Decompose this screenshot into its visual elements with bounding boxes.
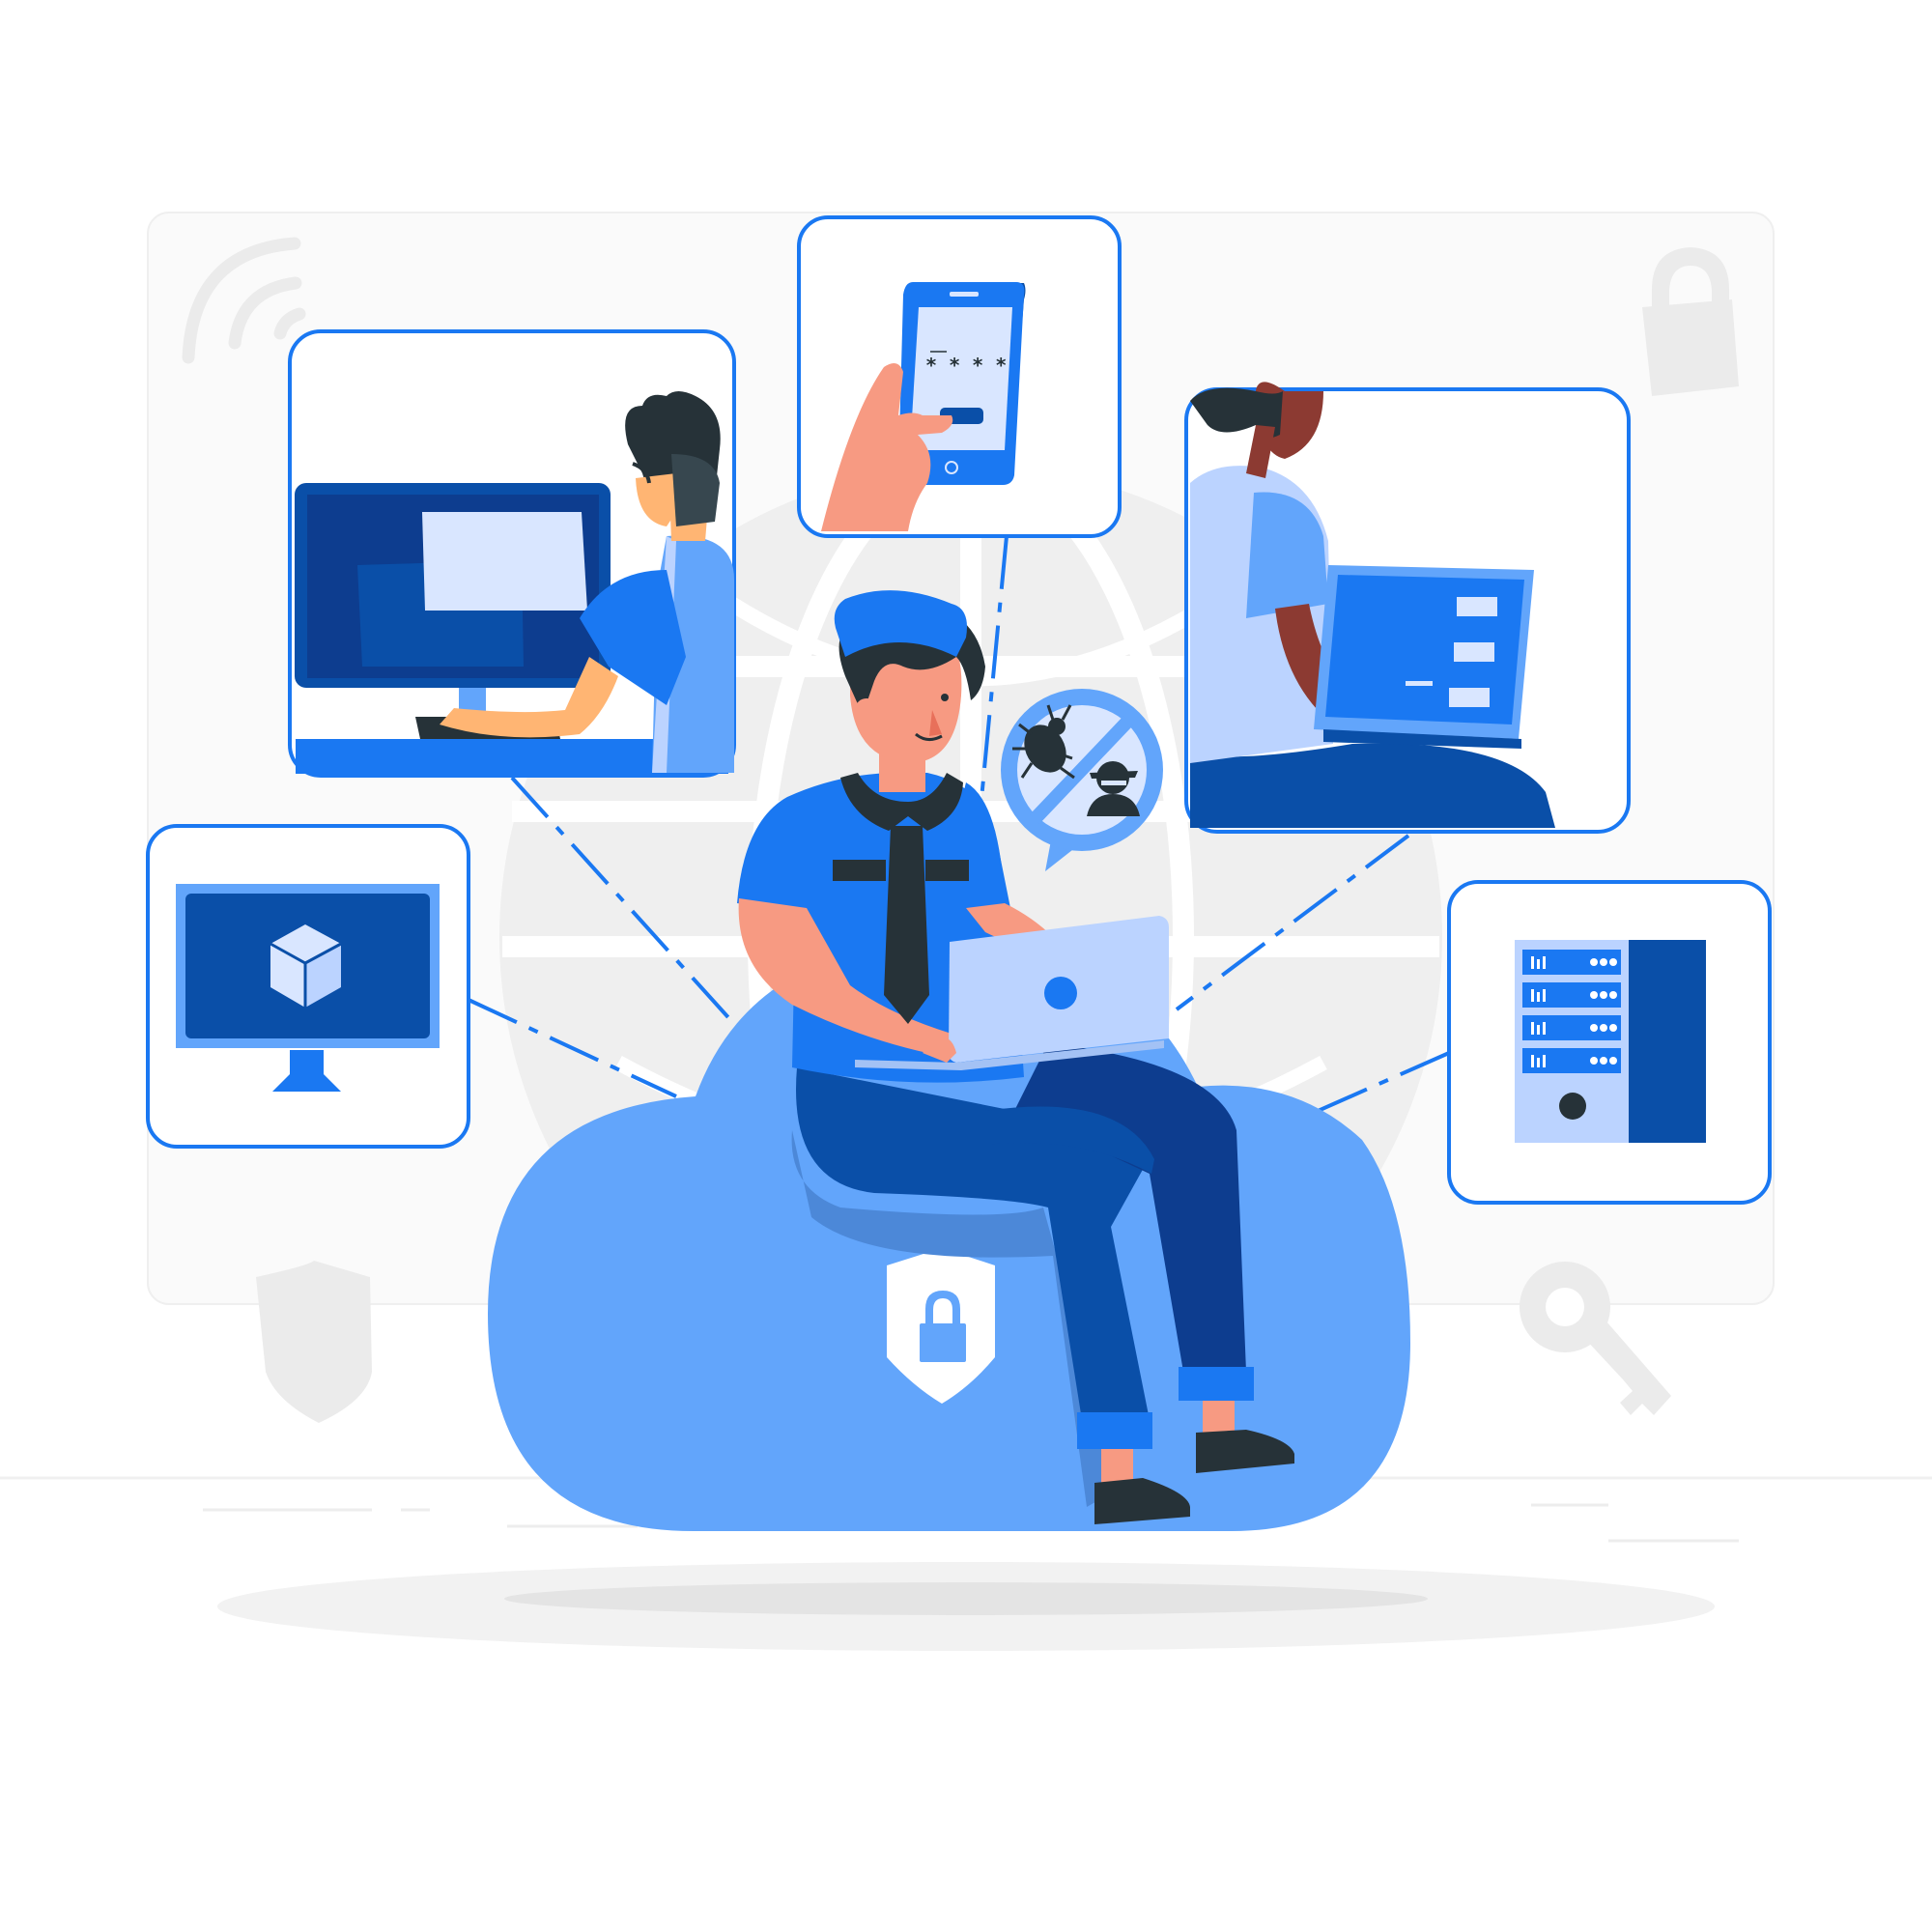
shield-icon bbox=[256, 1261, 372, 1423]
server-icon bbox=[1515, 940, 1706, 1143]
tie bbox=[884, 826, 929, 1024]
trouser-cuff bbox=[1077, 1412, 1152, 1449]
wifi-icon bbox=[182, 237, 306, 364]
cube-icon bbox=[270, 924, 342, 1008]
cap bbox=[834, 590, 967, 657]
power-button bbox=[1559, 1093, 1586, 1120]
server-rack-units bbox=[1522, 950, 1621, 1073]
key-icon bbox=[1520, 1262, 1671, 1415]
trouser-cuff bbox=[1179, 1367, 1254, 1401]
smartphone-panel: * * * * bbox=[797, 215, 1122, 538]
bug-icon bbox=[1012, 704, 1075, 780]
shoe bbox=[1094, 1478, 1190, 1524]
no-entry-icon bbox=[1029, 716, 1134, 824]
laptop-icon bbox=[1314, 565, 1534, 749]
desktop-panel bbox=[146, 824, 470, 1149]
security-officer-person bbox=[737, 590, 1294, 1524]
collar bbox=[840, 773, 963, 831]
smartphone-icon: * * * * bbox=[898, 282, 1026, 485]
arm bbox=[440, 657, 618, 738]
padlock-icon bbox=[1642, 247, 1739, 396]
laptop-icon bbox=[855, 916, 1169, 1070]
password-mask: * * * * bbox=[925, 354, 1007, 377]
floor-dashes bbox=[203, 1503, 1739, 1543]
hacker-icon bbox=[1087, 761, 1140, 816]
shoe bbox=[1196, 1430, 1294, 1473]
laptop-user-panel bbox=[1184, 382, 1631, 834]
arm bbox=[738, 898, 952, 1058]
monitor-icon bbox=[295, 483, 611, 739]
trousers bbox=[796, 1067, 1159, 1420]
threat-blocked-badge bbox=[1001, 689, 1163, 871]
desktop-user-panel bbox=[288, 329, 736, 778]
floor-shadow-inner bbox=[504, 1582, 1428, 1615]
server-panel bbox=[1447, 880, 1772, 1205]
padlock-icon bbox=[920, 1291, 966, 1362]
shield-icon bbox=[887, 1248, 995, 1404]
hand bbox=[821, 363, 953, 531]
